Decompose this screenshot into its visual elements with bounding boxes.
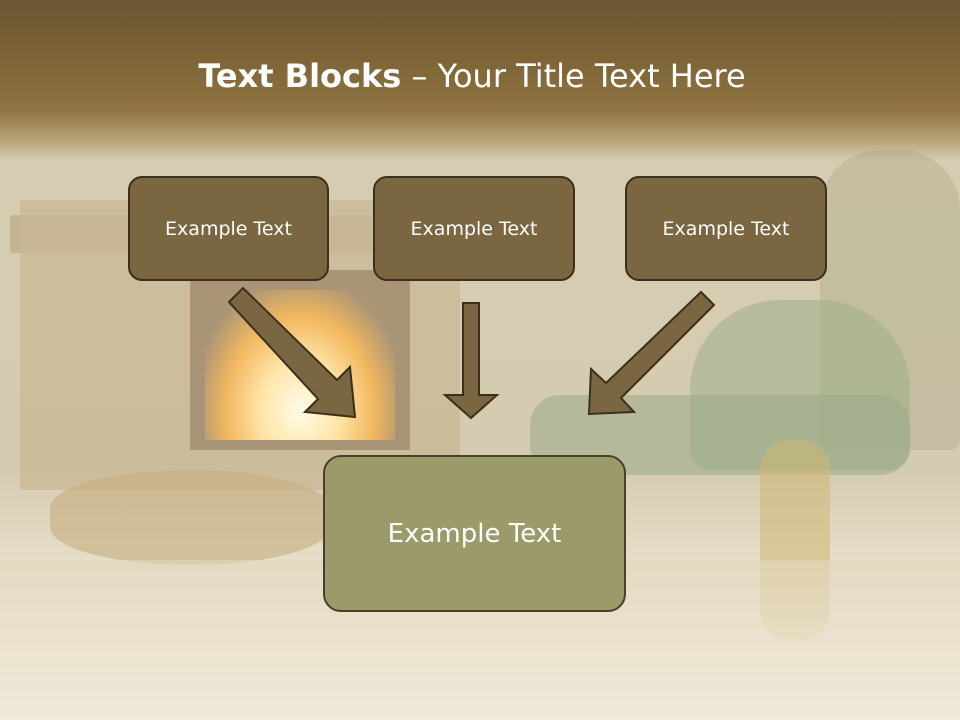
target-block-label: Example Text (387, 518, 562, 549)
arrow-center (442, 302, 500, 420)
text-block-3-label: Example Text (662, 217, 790, 240)
text-block-2-label: Example Text (410, 217, 538, 240)
target-block[interactable]: Example Text (323, 455, 626, 612)
title-bold: Text Blocks (198, 57, 402, 95)
title-rest: – Your Title Text Here (401, 57, 746, 95)
title-band (0, 0, 960, 160)
text-block-3[interactable]: Example Text (625, 176, 827, 281)
text-block-1-label: Example Text (165, 217, 292, 240)
text-block-1[interactable]: Example Text (128, 176, 329, 281)
arrow-right (587, 290, 716, 416)
text-block-2[interactable]: Example Text (373, 176, 575, 281)
slide-title: Text Blocks – Your Title Text Here (0, 54, 944, 98)
background-hearth (50, 470, 330, 565)
arrow-left (227, 286, 357, 419)
